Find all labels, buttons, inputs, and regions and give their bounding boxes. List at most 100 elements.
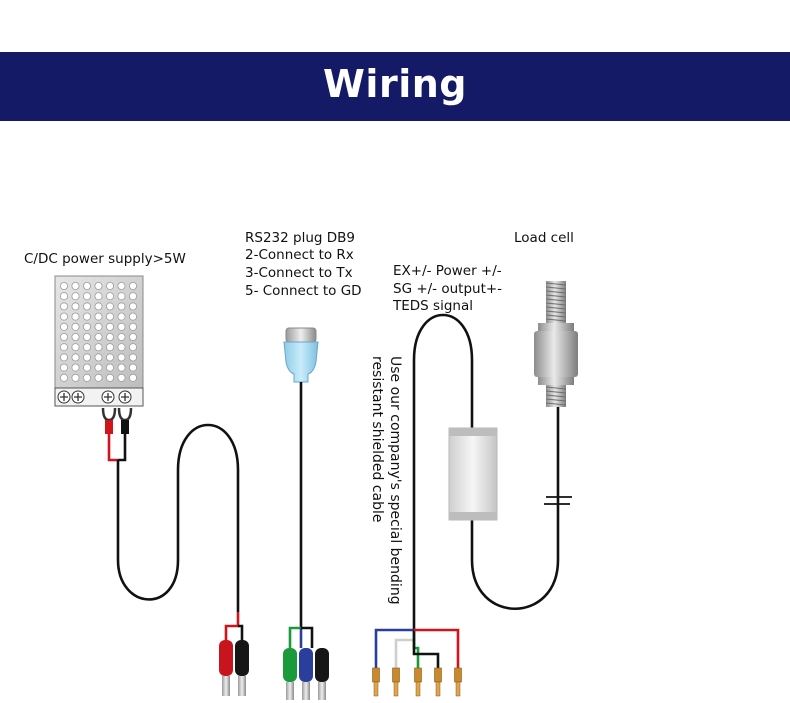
thread-line xyxy=(545,310,567,314)
crimp-tip xyxy=(455,681,461,697)
vent-hole xyxy=(117,322,126,331)
power-cable xyxy=(107,423,244,640)
thread-line xyxy=(545,390,567,394)
thread-line xyxy=(545,282,567,286)
vent-hole xyxy=(117,363,126,372)
vent-hole xyxy=(128,373,137,382)
vent-hole xyxy=(71,343,80,352)
vent-hole xyxy=(106,363,115,372)
rs232-line-4: 5- Connect to GD xyxy=(245,283,362,299)
thread-line xyxy=(545,398,567,402)
banana-plug-icon xyxy=(219,640,249,696)
vent-hole xyxy=(83,322,92,331)
vent-hole xyxy=(94,322,103,331)
power-supply-label: C/DC power supply>5W xyxy=(24,251,186,267)
thread-line xyxy=(545,286,567,290)
vent-hole xyxy=(117,312,126,321)
thread-line xyxy=(545,298,567,302)
vent-hole xyxy=(106,353,115,362)
vent-hole xyxy=(71,363,80,372)
rs232-line-1: RS232 plug DB9 xyxy=(245,230,355,246)
vent-hole xyxy=(117,343,126,352)
rs232-line-2: 2-Connect to Rx xyxy=(245,247,354,263)
vent-hole xyxy=(60,312,69,321)
vent-hole xyxy=(128,292,137,301)
cell-line-1: EX+/- Power +/- xyxy=(393,263,502,279)
vent-hole xyxy=(106,312,115,321)
thread-line xyxy=(545,294,567,298)
rs232-line-3: 3-Connect to Tx xyxy=(245,265,353,281)
cable-sleeve-cap xyxy=(449,428,497,436)
vent-hole xyxy=(60,353,69,362)
crimp-pin xyxy=(454,667,462,683)
thread-line xyxy=(545,402,567,406)
vent-hole xyxy=(106,373,115,382)
crimp-terminal-icon xyxy=(101,407,133,434)
thread-line xyxy=(545,302,567,306)
vent-hole xyxy=(94,343,103,352)
vent-hole xyxy=(83,363,92,372)
db9-plug-icon xyxy=(283,327,319,383)
load-cell-label: Load cell xyxy=(514,230,574,246)
crimp-tip xyxy=(435,681,441,697)
thread-line xyxy=(545,318,567,322)
vent-hole xyxy=(94,281,103,290)
crimp-pin xyxy=(372,667,380,683)
crimp-terminal-icon xyxy=(372,667,462,697)
crimp-tip xyxy=(393,681,399,697)
vent-hole xyxy=(60,373,69,382)
vent-hole xyxy=(71,353,80,362)
thread-line xyxy=(545,394,567,398)
cell-line-2: SG +/- output+- xyxy=(393,281,503,297)
lead-wires xyxy=(374,628,460,668)
vent-hole xyxy=(106,343,115,352)
shield-ground-marker xyxy=(544,496,572,505)
thread xyxy=(545,282,567,322)
vent-hole xyxy=(71,373,80,382)
vent-hole xyxy=(71,322,80,331)
load-cell-cable xyxy=(412,313,560,630)
vent-hole xyxy=(60,292,69,301)
vent-hole xyxy=(106,322,115,331)
banana-plug-icon xyxy=(283,648,329,700)
vent-hole xyxy=(128,363,137,372)
page-title: Wiring xyxy=(323,62,467,106)
vent-hole xyxy=(128,353,137,362)
vent-hole xyxy=(128,281,137,290)
thread-line xyxy=(545,314,567,318)
vent-hole xyxy=(71,281,80,290)
crimp-pin xyxy=(392,667,400,683)
load-cell-icon xyxy=(534,281,578,407)
cell-line-3: TEDS signal xyxy=(393,298,473,314)
title-banner: Wiring xyxy=(0,52,790,121)
vent-hole xyxy=(128,302,137,311)
vent-hole xyxy=(94,363,103,372)
vent-hole xyxy=(83,332,92,341)
vent-hole xyxy=(83,292,92,301)
vent-hole xyxy=(83,353,92,362)
thread-line xyxy=(545,306,567,310)
vent-hole xyxy=(94,332,103,341)
vent-hole xyxy=(128,343,137,352)
vent-hole xyxy=(117,281,126,290)
vent-hole xyxy=(117,373,126,382)
vent-hole xyxy=(94,373,103,382)
vent-holes xyxy=(60,281,137,382)
vent-hole xyxy=(71,312,80,321)
vent-hole xyxy=(94,302,103,311)
vent-hole xyxy=(83,281,92,290)
thread-line xyxy=(545,386,567,390)
crimp-tip xyxy=(415,681,421,697)
vent-hole xyxy=(117,353,126,362)
vent-hole xyxy=(83,343,92,352)
cable-sleeve xyxy=(448,427,498,521)
terminal-screws xyxy=(57,390,132,404)
vent-hole xyxy=(60,332,69,341)
vent-hole xyxy=(83,312,92,321)
thread-line xyxy=(545,290,567,294)
vent-hole xyxy=(106,292,115,301)
vent-hole xyxy=(60,302,69,311)
crimp-tip xyxy=(373,681,379,697)
vent-hole xyxy=(106,332,115,341)
